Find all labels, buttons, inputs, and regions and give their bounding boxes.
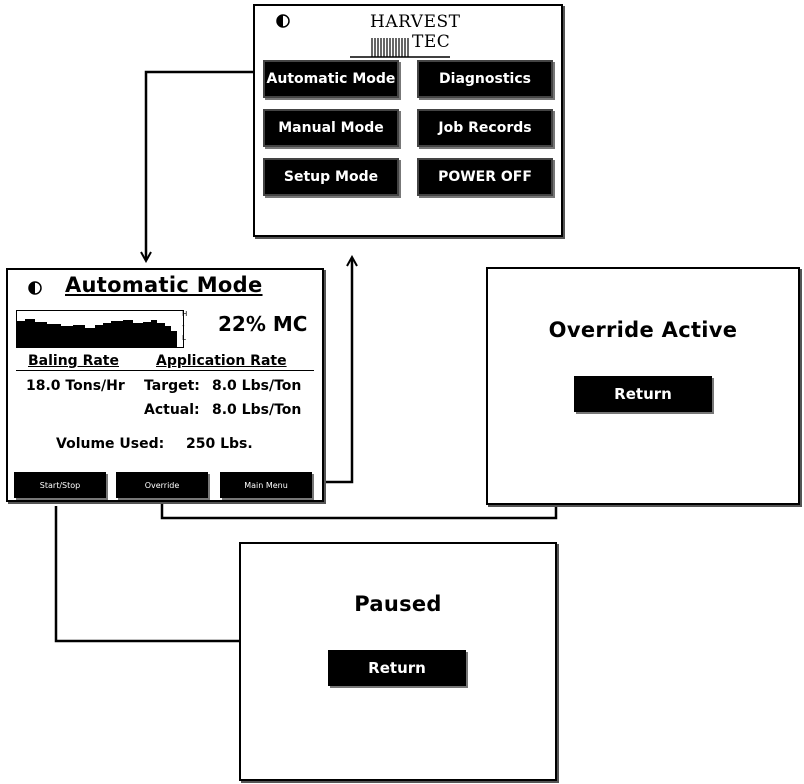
scale-high: H bbox=[182, 310, 188, 318]
paused-title: Paused bbox=[354, 592, 442, 616]
contrast-icon[interactable] bbox=[28, 281, 42, 295]
override-button[interactable]: Override bbox=[116, 472, 208, 498]
actual-label: Actual: bbox=[144, 402, 200, 418]
actual-value: 8.0 Lbs/Ton bbox=[212, 402, 302, 418]
logo-stripes bbox=[350, 38, 450, 58]
logo-text-bottom: TEC bbox=[412, 32, 451, 52]
section-divider bbox=[16, 370, 314, 371]
logo-text-top: HARVEST bbox=[370, 12, 461, 32]
paused-screen: Paused Return bbox=[239, 542, 557, 781]
baling-rate-value: 18.0 Tons/Hr bbox=[26, 378, 125, 394]
automatic-mode-title: Automatic Mode bbox=[65, 273, 263, 297]
manual-mode-button[interactable]: Manual Mode bbox=[263, 109, 399, 147]
automatic-mode-button[interactable]: Automatic Mode bbox=[263, 60, 399, 98]
volume-used-value: 250 Lbs. bbox=[186, 436, 253, 452]
harvest-tec-logo: HARVEST TEC bbox=[350, 12, 460, 58]
histogram-scale: H - L bbox=[182, 308, 187, 344]
main-menu-button[interactable]: Main Menu bbox=[220, 472, 312, 498]
volume-used-label: Volume Used: bbox=[56, 436, 165, 452]
override-active-screen: Override Active Return bbox=[486, 267, 800, 505]
contrast-icon[interactable] bbox=[276, 14, 290, 28]
moisture-content: 22% MC bbox=[218, 312, 308, 336]
setup-mode-button[interactable]: Setup Mode bbox=[263, 158, 399, 196]
paused-return-button[interactable]: Return bbox=[328, 650, 466, 686]
scale-mid: - bbox=[182, 322, 185, 330]
application-rate-label: Application Rate bbox=[156, 353, 287, 369]
target-label: Target: bbox=[144, 378, 200, 394]
target-value: 8.0 Lbs/Ton bbox=[212, 378, 302, 394]
job-records-button[interactable]: Job Records bbox=[417, 109, 553, 147]
moisture-histogram bbox=[16, 310, 184, 348]
scale-low: L bbox=[182, 334, 186, 342]
power-off-button[interactable]: POWER OFF bbox=[417, 158, 553, 196]
override-return-button[interactable]: Return bbox=[574, 376, 712, 412]
override-active-title: Override Active bbox=[548, 318, 738, 342]
arrow-auto-to-paused bbox=[54, 506, 276, 641]
baling-rate-label: Baling Rate bbox=[28, 353, 119, 369]
automatic-mode-screen: Automatic Mode H - L 22% MC Baling Rate … bbox=[6, 268, 324, 502]
start-stop-button[interactable]: Start/Stop bbox=[14, 472, 106, 498]
diagnostics-button[interactable]: Diagnostics bbox=[417, 60, 553, 98]
arrow-main-to-auto bbox=[146, 70, 263, 260]
main-menu-screen: HARVEST TEC Automatic Mode Diagnostics M… bbox=[253, 4, 563, 237]
